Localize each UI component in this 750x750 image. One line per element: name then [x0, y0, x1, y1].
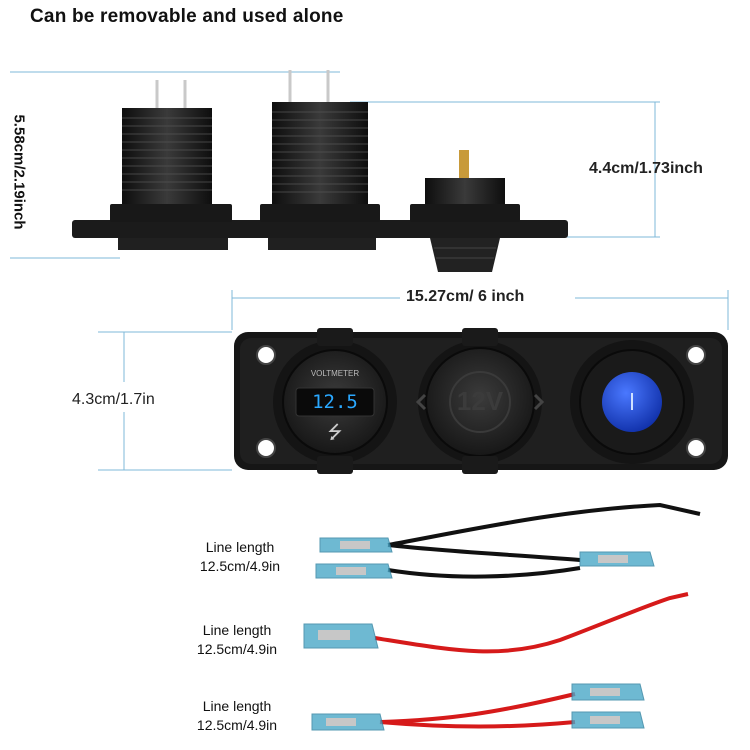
- panel-height-label: 4.3cm/1.7in: [72, 391, 155, 408]
- wire-label-1-line1: Line length: [205, 539, 275, 555]
- usb-icon: ⭍: [327, 422, 343, 442]
- dimension-lines-width: [98, 290, 729, 471]
- voltage-display: 12.5: [312, 391, 358, 413]
- front-view-panel: [234, 328, 728, 474]
- total-height-label: 5.58cm/2.19inch: [10, 114, 28, 230]
- socket-12v-label: 12V: [456, 386, 504, 416]
- wire-label-2-line1: Line length: [202, 622, 272, 638]
- voltmeter-label: VOLTMETER: [310, 369, 360, 378]
- wire-set-black: [315, 502, 701, 579]
- side-view-panel: [72, 70, 568, 272]
- dimension-lines-side: [10, 71, 660, 259]
- wire-label-1: Line length 12.5cm/4.9in: [188, 538, 292, 576]
- body-height-label: 4.4cm/1.73inch: [589, 160, 703, 177]
- wire-set-red-split: [311, 683, 645, 731]
- wire-label-3: Line length 12.5cm/4.9in: [182, 697, 292, 735]
- wire-label-2: Line length 12.5cm/4.9in: [182, 621, 292, 659]
- wire-set-red-single: [303, 592, 689, 654]
- width-label: 15.27cm/ 6 inch: [406, 288, 525, 305]
- page-title: Can be removable and used alone: [30, 6, 344, 27]
- wire-label-3-line1: Line length: [202, 698, 272, 714]
- wire-label-1-line2: 12.5cm/4.9in: [199, 558, 281, 574]
- wire-label-2-line2: 12.5cm/4.9in: [196, 641, 278, 657]
- wire-label-3-line2: 12.5cm/4.9in: [196, 717, 278, 733]
